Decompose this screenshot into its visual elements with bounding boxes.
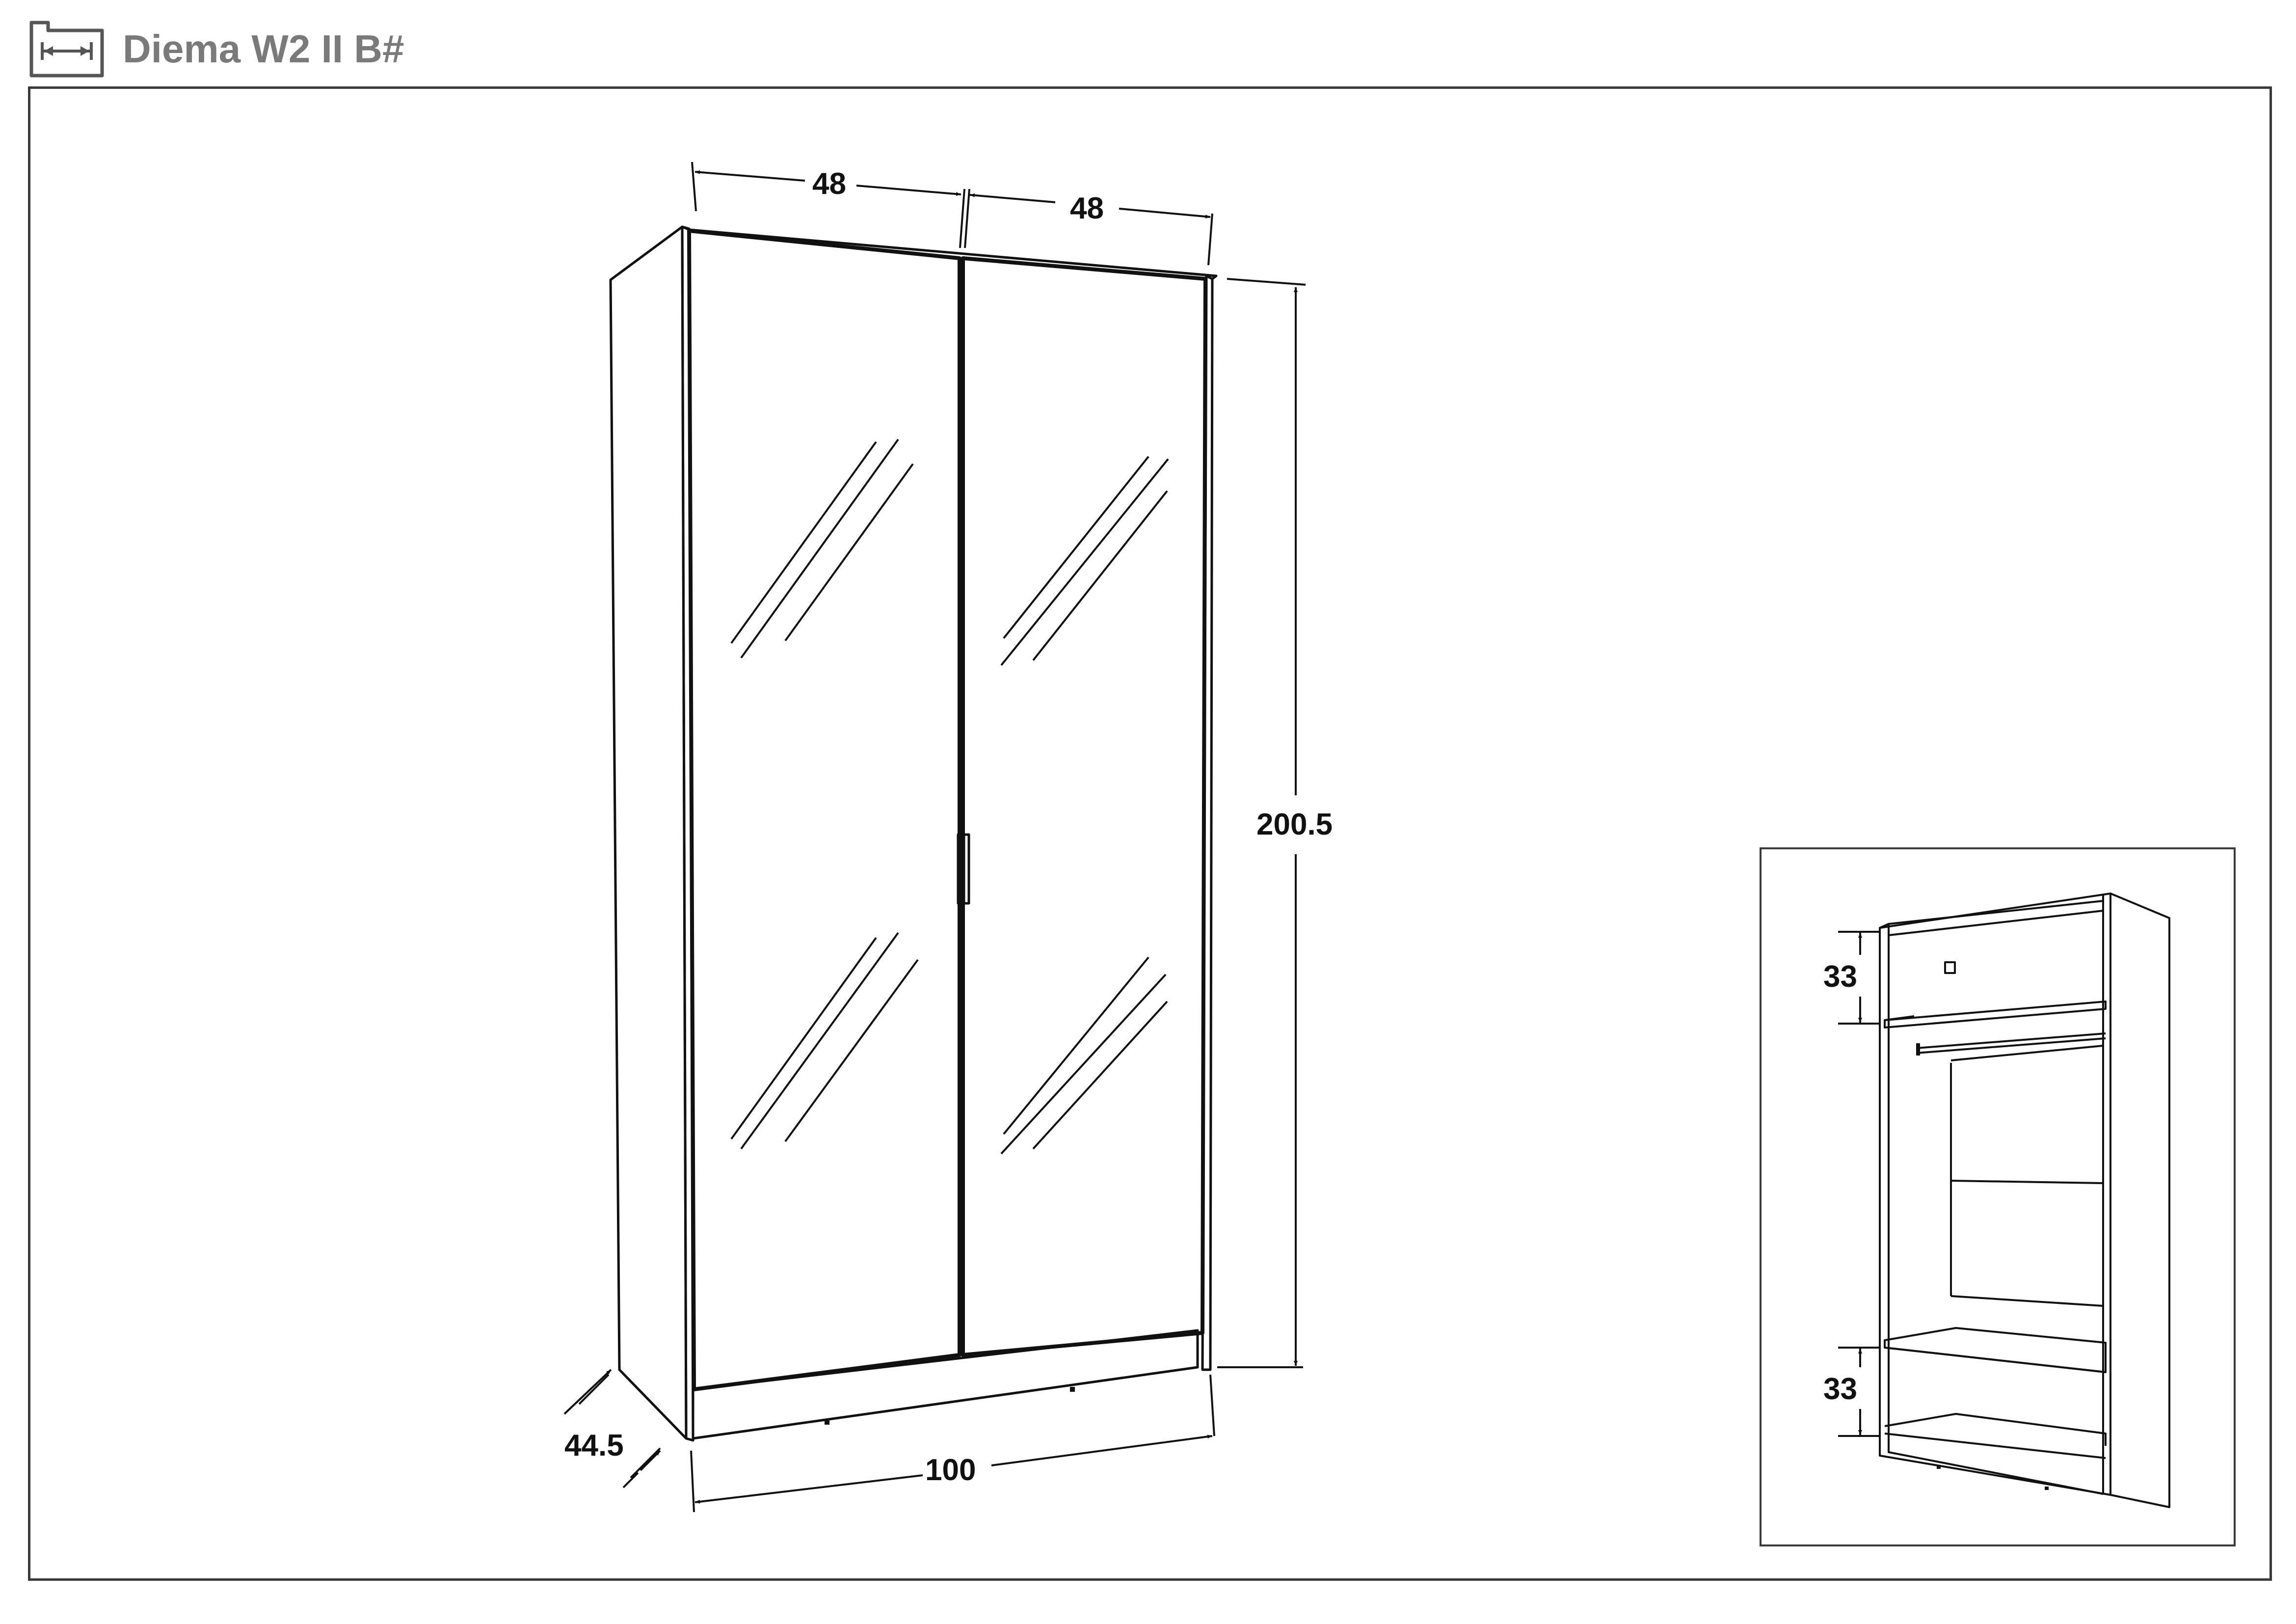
page-title: Diema W2 II B# [123,27,404,71]
mirror-reflection [730,438,1169,1155]
dimension-depth: 44.5 [564,1429,624,1462]
dimension-top [691,162,1213,266]
dimension-height [1217,278,1306,1368]
door-handle-right [962,833,970,905]
dimension-total-width: 100 [925,1453,976,1487]
wardrobe-interior-view [1879,893,2170,1508]
plinth [692,1329,1199,1440]
dimension-top-compartment [1838,931,1880,1025]
dimension-depth [563,1369,661,1489]
side-panel [609,225,688,1440]
dimension-width [690,1374,1215,1513]
header: Diema W2 II B# [0,0,2296,83]
dimension-bottom-compartment [1838,1347,1880,1437]
right-door [961,256,1207,1357]
left-post [681,225,694,1442]
drawing-frame [28,86,2272,1581]
dimension-door-width-left: 48 [812,167,846,201]
dimension-bottom-compartment: 33 [1823,1372,1857,1406]
dimension-top-compartment: 33 [1823,960,1857,994]
dimension-height: 200.5 [1256,808,1333,841]
dimension-door-width-right: 48 [1070,191,1104,225]
dimensions-icon [29,21,104,78]
left-door [687,229,961,1391]
inset-frame [1760,847,2236,1546]
wardrobe-main-view [609,225,1218,1442]
